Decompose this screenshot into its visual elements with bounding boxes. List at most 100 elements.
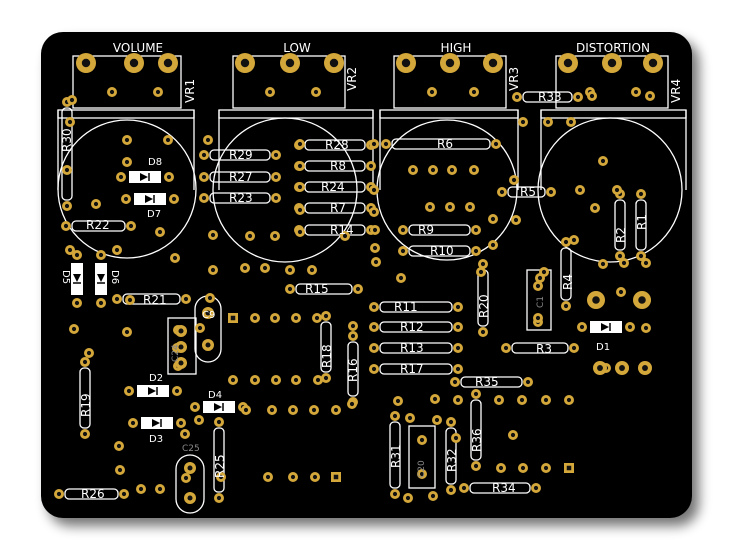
r13-pad-b [453, 343, 463, 353]
r34-label: R34 [492, 481, 516, 495]
via-pad [469, 165, 479, 175]
diode-bodies [71, 171, 622, 429]
via-pad [517, 395, 527, 405]
via-pad [313, 375, 323, 385]
via-pad [122, 135, 132, 145]
via-pad [541, 395, 551, 405]
r1-pad-a [636, 189, 646, 199]
via-pad [270, 231, 280, 241]
d1-body-pad-a [577, 322, 587, 332]
d1-body [590, 321, 622, 333]
r29-body [209, 149, 271, 161]
r22-pad-b [126, 221, 136, 231]
vr3-ref: VR3 [507, 67, 521, 91]
via-pad [369, 139, 379, 149]
r13-label: R13 [400, 341, 424, 355]
d8-body-pad-b [164, 172, 174, 182]
square-pad [564, 463, 574, 473]
r5-body [507, 186, 546, 198]
r19-body [79, 367, 91, 429]
d8-body-pad-a [116, 172, 126, 182]
via-pad [155, 484, 165, 494]
pot-leg-pad [235, 53, 255, 73]
r11-body [379, 301, 453, 313]
via-pad [566, 117, 576, 127]
via-pad [641, 258, 651, 268]
via-pad [508, 430, 518, 440]
via-pad [598, 156, 608, 166]
silkscreen-outlines [57, 55, 687, 514]
r12-pad-a [369, 322, 379, 332]
via-pad [205, 293, 215, 303]
via-pad [587, 91, 597, 101]
c20-pad-b [417, 469, 427, 479]
r26-body [64, 488, 119, 500]
r18-body [320, 321, 332, 373]
d2-body-pad-a [124, 386, 134, 396]
via-pad [309, 405, 319, 415]
via-pad [445, 202, 455, 212]
r22-label: R22 [86, 218, 110, 232]
via-pad [208, 230, 218, 240]
r13-pad-a [369, 343, 379, 353]
via-pad [598, 259, 608, 269]
r9-pad-b [471, 225, 481, 235]
r28-label: R28 [325, 138, 349, 152]
r10-pad-a [398, 246, 408, 256]
r10-label: R10 [430, 244, 454, 258]
r30-body [61, 107, 73, 201]
r9-pad-a [398, 225, 408, 235]
r21-pad-b [181, 294, 191, 304]
r25-body [213, 427, 225, 493]
r5-pad-a [497, 187, 507, 197]
r16-pad-a [348, 331, 358, 341]
via-pad [181, 473, 191, 483]
r27-label: R27 [229, 170, 253, 184]
r21-body [122, 293, 181, 305]
via-pad [194, 415, 204, 425]
vr2-title: LOW [283, 41, 311, 55]
r12-label: R12 [400, 320, 424, 334]
r27-body [209, 171, 271, 183]
r6-pad-a [381, 139, 391, 149]
r33-label: R33 [538, 90, 562, 104]
vr3-title: HIGH [441, 41, 472, 55]
r6-label: R6 [437, 137, 453, 151]
via-pad [270, 313, 280, 323]
r1-label: R1 [635, 214, 649, 230]
via-pad [509, 175, 519, 185]
pot-leg-pad [324, 53, 344, 73]
r31-body [389, 421, 401, 489]
via-pad [163, 135, 173, 145]
r17-pad-b [453, 364, 463, 374]
r36-pad-a [471, 389, 481, 399]
d7-body [134, 193, 166, 205]
pot-small-pad [427, 87, 437, 97]
c9-pad-b [202, 339, 214, 351]
r36-pad-b [471, 461, 481, 471]
via-pad [250, 375, 260, 385]
pot-leg-pad [396, 53, 416, 73]
resistor-bodies [61, 91, 647, 500]
via-pad [170, 253, 180, 263]
via-pad [291, 375, 301, 385]
via-pad [370, 225, 380, 235]
via-pad [114, 441, 124, 451]
via-pad [616, 287, 626, 297]
d5-body-pad-b [72, 298, 82, 308]
via-pad [432, 415, 442, 425]
via-pad [195, 323, 205, 333]
via-pad [369, 185, 379, 195]
r24-label: R24 [321, 180, 345, 194]
via-pad [612, 185, 622, 195]
r31-label: R31 [389, 444, 403, 468]
r5-label: R5 [520, 185, 536, 199]
pot-leg-pad [643, 53, 663, 73]
d7-body-pad-b [169, 194, 179, 204]
via-pad [543, 117, 553, 127]
r16-body [347, 341, 359, 397]
square-pad [228, 313, 238, 323]
pot-leg-pad [483, 53, 503, 73]
d3-label: D3 [149, 434, 163, 445]
via-pad [569, 235, 579, 245]
